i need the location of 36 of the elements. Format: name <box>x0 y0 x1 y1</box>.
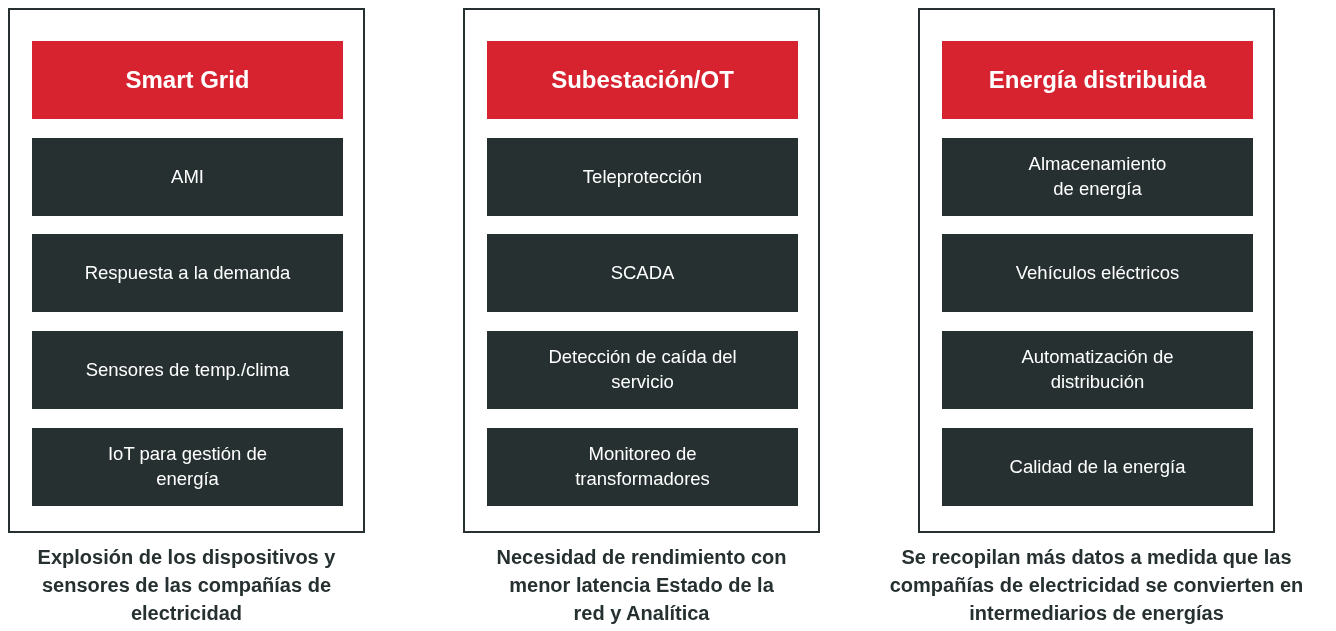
feature-label: SCADA <box>610 260 675 285</box>
feature-box <box>487 234 798 312</box>
feature-label: Automatización de distribución <box>1020 345 1175 394</box>
feature-label: Calidad de la energía <box>1009 454 1186 479</box>
panel-caption: Necesidad de rendimiento con menor latencia Estado de la red y Analítica <box>495 545 788 626</box>
feature-box <box>32 331 343 409</box>
header-label: Subestación/OT <box>551 66 734 94</box>
category-header <box>32 41 343 119</box>
feature-box <box>32 428 343 506</box>
feature-box <box>942 138 1253 216</box>
feature-box <box>487 138 798 216</box>
feature-label: Vehículos eléctricos <box>1015 260 1180 285</box>
panel-frame <box>463 8 820 533</box>
feature-box <box>32 138 343 216</box>
header-label: Energía distribuida <box>988 66 1207 94</box>
feature-box <box>32 234 343 312</box>
feature-box <box>487 331 798 409</box>
header-label: Smart Grid <box>125 66 250 94</box>
feature-box <box>942 428 1253 506</box>
feature-box <box>487 428 798 506</box>
feature-label: IoT para gestión de energía <box>107 442 268 491</box>
feature-label: Teleprotección <box>582 164 703 189</box>
panel-frame <box>918 8 1275 533</box>
panel-frame <box>8 8 365 533</box>
panel-caption: Se recopilan más datos a medida que las compañías de electricidad se convierten en intermediarios de energías <box>888 545 1305 626</box>
feature-label: Almacenamiento de energía <box>1027 152 1168 201</box>
feature-label: AMI <box>171 164 204 189</box>
feature-box <box>942 331 1253 409</box>
feature-label: Respuesta a la demanda <box>84 260 291 285</box>
feature-label: Monitoreo de transformadores <box>574 442 711 491</box>
category-header <box>487 41 798 119</box>
category-header <box>942 41 1253 119</box>
feature-box <box>942 234 1253 312</box>
panel-caption: Explosión de los dispositivos y sensores de las compañías de electricidad <box>36 545 337 626</box>
feature-label: Detección de caída del servicio <box>547 345 738 394</box>
feature-label: Sensores de temp./clima <box>85 357 290 382</box>
